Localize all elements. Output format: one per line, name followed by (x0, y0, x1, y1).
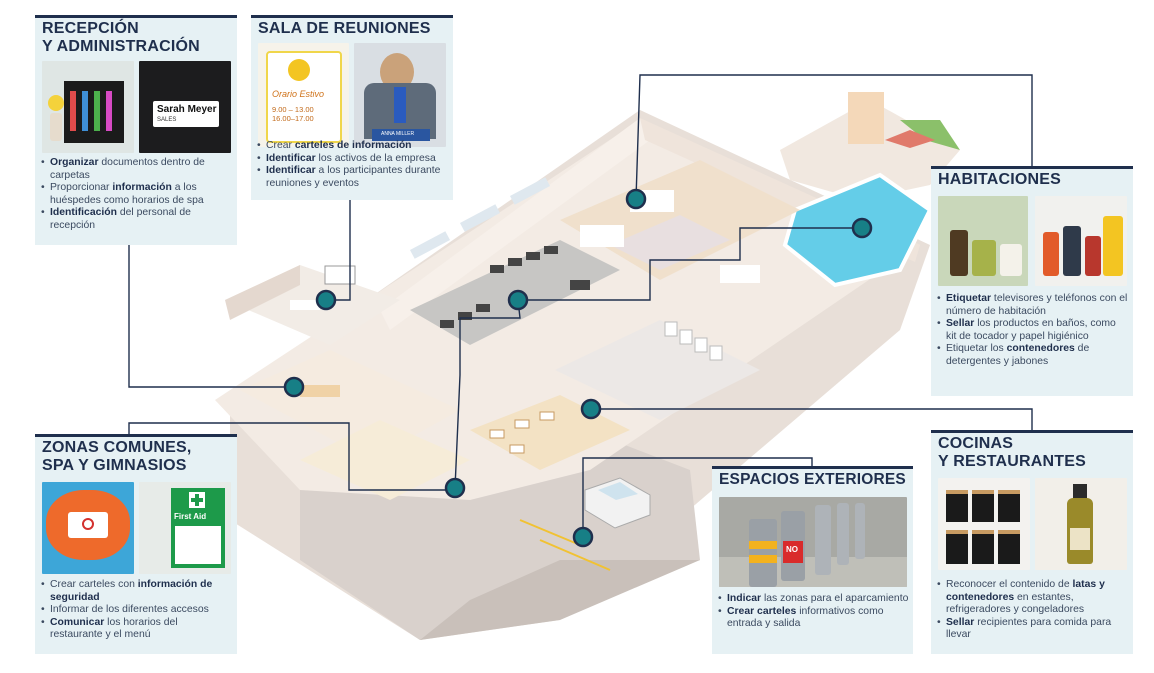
bullet: Informar de los diferentes accesos (41, 604, 233, 617)
panel-title: HABITACIONES (938, 171, 1061, 188)
marker-rooms[interactable] (625, 188, 647, 210)
panel-reception: RECEPCIÓN Y ADMINISTRACIÓN Sarah Meyer S… (35, 15, 237, 245)
whiteboard (324, 265, 356, 285)
panel-meeting-room: SALA DE REUNIONES Orario Estivo 9.00 – 1… (251, 15, 453, 200)
panel-title: ESPACIOS EXTERIORES (719, 471, 906, 488)
panel-common-areas: ZONAS COMUNES, SPA Y GIMNASIOS First Aid… (35, 434, 237, 654)
marker-pool[interactable] (851, 217, 873, 239)
bullet: Etiquetar los contenedores de detergente… (937, 343, 1129, 368)
lobby-tiles (300, 420, 470, 500)
panel-kitchen: COCINAS Y RESTAURANTES Reconocer el cont… (931, 430, 1133, 654)
bathroom-floor (610, 215, 730, 270)
parking-lines (519, 519, 611, 571)
bed-3 (720, 265, 760, 283)
panel-title: RECEPCIÓN Y ADMINISTRACIÓN (42, 20, 200, 55)
marker-gym[interactable] (507, 289, 529, 311)
binders-photo (42, 61, 134, 153)
marker-lobby[interactable] (444, 477, 466, 499)
restaurant-tables (489, 411, 555, 454)
badge-dept: SALES (157, 117, 177, 123)
panel-bullets: Crear carteles con información de seguri… (41, 579, 233, 642)
bullet: Crear carteles de información (257, 140, 449, 153)
connector-lines (128, 74, 1033, 537)
participant-badge-photo: ANNA MILLER (354, 43, 446, 147)
pool-building (848, 92, 884, 144)
bullet: Reconocer el contenido de latas y conten… (937, 579, 1129, 617)
panel-top-bar (35, 434, 237, 437)
windows (409, 177, 551, 259)
reception-desk (300, 385, 340, 397)
laundry-machines (664, 321, 723, 361)
back-wall (380, 118, 650, 330)
bullet: Crear carteles con información de seguri… (41, 579, 233, 604)
marker-kitchen[interactable] (580, 398, 602, 420)
kitchen-floor (555, 320, 760, 420)
location-markers (283, 188, 873, 548)
panel-bullets: Indicar las zonas para el aparcamiento C… (718, 593, 910, 631)
panel-bullets: Organizar documentos dentro de carpetas … (41, 157, 233, 233)
sign-title: Orario Estivo (272, 89, 325, 99)
badge-name: Sarah Meyer (157, 104, 217, 115)
bullet: Proporcionar información a los huéspedes… (41, 182, 233, 207)
panel-top-bar (35, 15, 237, 18)
bullet: Indicar las zonas para el aparcamiento (718, 593, 910, 606)
pool-edge (782, 172, 933, 288)
bullet: Identificar los activos de la empresa (257, 153, 449, 166)
panel-rooms: HABITACIONES Etiquetar televisores y tel… (931, 166, 1133, 396)
panel-title: SALA DE REUNIONES (258, 20, 431, 37)
sign-times: 9.00 – 13.00 16.00–17.00 (272, 105, 314, 123)
lifebuoy-photo (42, 482, 134, 574)
panel-title: COCINAS Y RESTAURANTES (938, 435, 1087, 470)
canisters-photo (938, 478, 1030, 570)
bullet: Sellar recipientes para comida para llev… (937, 617, 1129, 642)
marker-meeting-room[interactable] (315, 289, 337, 311)
participant-name: ANNA MILLER (381, 131, 415, 137)
bullet: Identificar a los participantes durante … (257, 165, 449, 190)
panel-bullets: Crear carteles de información Identifica… (257, 140, 449, 190)
detergents-photo (1035, 196, 1127, 286)
schedule-sign-photo: Orario Estivo 9.00 – 13.00 16.00–17.00 (258, 43, 349, 147)
parking-slab (420, 560, 700, 640)
panel-title: ZONAS COMUNES, SPA Y GIMNASIOS (42, 439, 192, 474)
olive-oil-photo (1035, 478, 1127, 570)
panel-top-bar (712, 466, 913, 469)
bullet: Identificación del personal de recepción (41, 207, 233, 232)
marker-parking[interactable] (572, 526, 594, 548)
panel-top-bar (931, 166, 1133, 169)
bullet: Comunicar los horarios del restaurante y… (41, 617, 233, 642)
panel-outdoor: ESPACIOS EXTERIORES NO Indicar las zonas… (712, 466, 913, 654)
panel-top-bar (931, 430, 1133, 433)
panel-bullets: Etiquetar televisores y teléfonos con el… (937, 293, 1129, 369)
first-aid-sign-photo: First Aid (139, 482, 231, 574)
umbrella (885, 130, 935, 148)
bullet: Etiquetar televisores y teléfonos con el… (937, 293, 1129, 318)
first-aid-text: First Aid (174, 512, 207, 521)
bullet: Crear carteles informativos como entrada… (718, 606, 910, 631)
lawn (900, 120, 960, 150)
bullet: Sellar los productos en baños, como kit … (937, 318, 1129, 343)
bullet: Organizar documentos dentro de carpetas (41, 157, 233, 182)
meeting-table (290, 300, 320, 310)
no-sign-text: NO (786, 545, 798, 554)
name-badge-photo: Sarah Meyer SALES (139, 61, 231, 153)
gym-equipment (440, 246, 590, 328)
marker-reception[interactable] (283, 376, 305, 398)
car (584, 477, 651, 529)
bed-2 (580, 225, 624, 247)
meeting-wall (225, 265, 300, 320)
toiletries-photo (938, 196, 1028, 286)
panel-top-bar (251, 15, 453, 18)
panel-bullets: Reconocer el contenido de latas y conten… (937, 579, 1129, 642)
bollards-photo: NO (719, 497, 907, 587)
